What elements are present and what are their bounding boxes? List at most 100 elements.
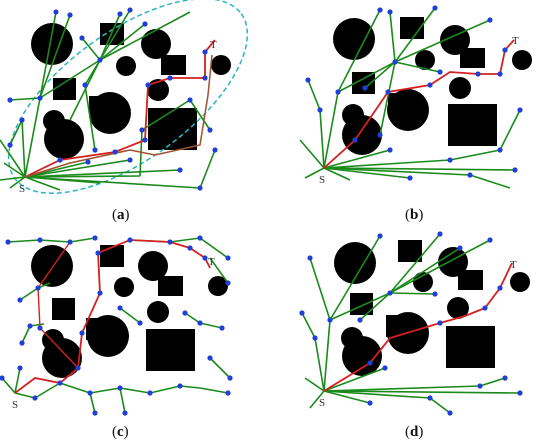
tree-edge <box>323 91 339 169</box>
tree-node <box>67 239 73 245</box>
tree-node <box>187 97 193 103</box>
tree-edge <box>0 139 26 178</box>
tree-node <box>139 127 145 133</box>
tree-edge <box>449 149 501 161</box>
tree-edge <box>59 382 91 394</box>
tree-edge <box>7 239 41 243</box>
tree-edge <box>9 119 23 146</box>
tree-node <box>497 71 503 77</box>
start-label: S <box>319 397 325 409</box>
tree-node <box>85 159 91 165</box>
obstacle-circle <box>342 336 382 376</box>
obstacle-circle <box>342 115 382 155</box>
tree-edge <box>469 174 511 189</box>
caption-letter: b <box>410 207 418 223</box>
tree-edge <box>1 377 16 394</box>
tree-node <box>117 11 123 17</box>
tree-edge <box>0 176 26 181</box>
tree-edge <box>89 387 121 394</box>
obstacle-circle <box>114 277 134 297</box>
obstacle-square <box>458 270 483 290</box>
tree-node <box>432 5 438 11</box>
tree-node <box>17 297 23 303</box>
caption-open: ( <box>112 207 117 223</box>
tree-edge <box>309 257 331 321</box>
tree-edge <box>9 97 41 101</box>
tree-edge <box>21 325 31 344</box>
tree-node <box>167 75 173 81</box>
tree-edge <box>199 237 229 259</box>
obstacle-circle <box>413 272 433 292</box>
tree-node <box>79 35 85 41</box>
tree-edge <box>329 235 381 321</box>
tree-edge <box>9 176 26 189</box>
tree-edge <box>299 139 325 169</box>
obstacle-circle <box>147 301 169 323</box>
tree-edge <box>337 9 381 93</box>
tree-edge <box>323 390 371 404</box>
path-line <box>323 39 515 169</box>
tree-node <box>177 167 183 173</box>
tree-node <box>67 12 73 18</box>
tree-node <box>182 310 188 316</box>
tree-node <box>53 9 59 15</box>
target-label: T <box>208 256 215 268</box>
tree-edge <box>389 233 441 294</box>
tree-edge <box>199 387 229 394</box>
tree-edge <box>364 61 396 89</box>
tree-node <box>75 365 81 371</box>
tree-edge <box>323 390 431 399</box>
tree-node <box>382 365 388 371</box>
tree-node <box>317 107 323 113</box>
obstacle-circle <box>31 245 73 287</box>
tree-edge <box>99 13 121 61</box>
obstacle-square <box>158 276 183 296</box>
tree-node <box>197 235 203 241</box>
tree-edge <box>199 322 223 329</box>
target-label: T <box>510 259 517 271</box>
tree-node <box>202 75 208 81</box>
obstacle-square <box>460 48 485 68</box>
obstacle-square <box>100 245 124 267</box>
path-solution <box>323 39 515 169</box>
obstacle-circle <box>141 29 171 59</box>
tree-edge <box>24 169 181 178</box>
tree-edge <box>141 99 191 131</box>
tree-node <box>7 97 13 103</box>
tree-node <box>37 95 43 101</box>
path-line <box>323 262 513 392</box>
obstacle-square <box>386 315 408 337</box>
tree-node <box>127 157 133 163</box>
tree-edge <box>84 84 96 151</box>
tree-edge <box>323 385 481 392</box>
tree-edge <box>394 19 491 63</box>
obstacle-circle <box>512 50 532 70</box>
tree-node <box>447 410 453 416</box>
tree-node <box>335 89 341 95</box>
tree-edge <box>499 109 521 151</box>
tree-node <box>122 410 128 416</box>
caption-open: ( <box>405 424 410 440</box>
tree-node <box>212 147 218 153</box>
caption-close: ) <box>418 207 423 223</box>
tree-node <box>219 325 225 331</box>
tree-node <box>37 237 43 243</box>
start-label: S <box>19 183 25 195</box>
tree-edge <box>323 390 521 394</box>
tree-edge <box>394 7 436 63</box>
tree-node <box>187 245 193 251</box>
tree-node <box>482 305 488 311</box>
tree-node <box>352 137 358 143</box>
panel-a: S T (a) <box>0 0 249 223</box>
tree-edge <box>3 162 26 178</box>
tree-node <box>27 323 33 329</box>
tree-node <box>387 147 393 153</box>
panel-b: S T (b) <box>299 5 532 223</box>
obstacle-circle <box>415 50 435 70</box>
obstacle-square <box>388 93 410 115</box>
tree-edge <box>323 167 471 176</box>
obstacle-circle <box>333 18 375 60</box>
tree-edge <box>337 61 396 93</box>
tree-node <box>142 21 148 27</box>
tree-node <box>225 280 231 286</box>
